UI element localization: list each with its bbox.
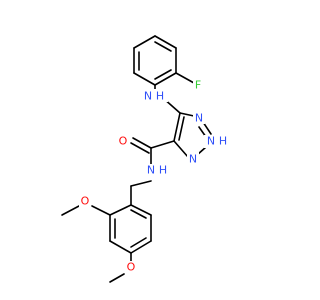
bond-amide-n-to-ch2 [130,180,152,187]
bond-ring-to-methoxy1 [91,205,111,216]
molecule-diagram: F N H N N H N O N H O [61,35,230,283]
svg-text:H: H [156,90,164,103]
svg-text:F: F [195,79,201,92]
dimethoxyphenyl-ring [109,204,152,254]
atom-label-carbonyl-o: O [117,134,129,148]
bond-carbonyl-double [132,137,152,149]
svg-text:N: N [195,112,203,125]
fluorophenyl-ring [133,35,177,86]
svg-text:O: O [127,261,136,274]
svg-text:N: N [189,153,197,166]
atom-label-triazole-n2h: N H [204,135,230,148]
svg-text:N: N [207,135,215,148]
bond-triazole-to-carbonyl [150,140,175,149]
svg-text:H: H [219,135,227,148]
svg-text:N: N [144,90,152,103]
svg-text:O: O [81,195,90,208]
atom-label-triazole-n3: N [187,152,199,166]
atom-label-methoxy-o2: O [125,261,137,274]
atom-label-methoxy-o1: O [79,194,91,208]
bond-ring-to-fluorine [175,72,195,84]
atom-label-amide-nh: N H [145,164,171,177]
svg-text:N: N [147,164,155,177]
bond-methoxy2-to-methyl [109,273,125,283]
bond-methoxy1-to-methyl [61,205,80,216]
bond-carbonyl-double-2 [130,142,150,154]
atom-label-fluorine: F [193,78,203,92]
svg-text:O: O [119,135,128,148]
svg-text:H: H [159,164,167,177]
atom-label-triazole-n1: N [193,111,205,125]
structure-canvas: F N H N N H N O N H O [61,35,230,283]
atom-label-amine-nh: N H [142,89,168,103]
